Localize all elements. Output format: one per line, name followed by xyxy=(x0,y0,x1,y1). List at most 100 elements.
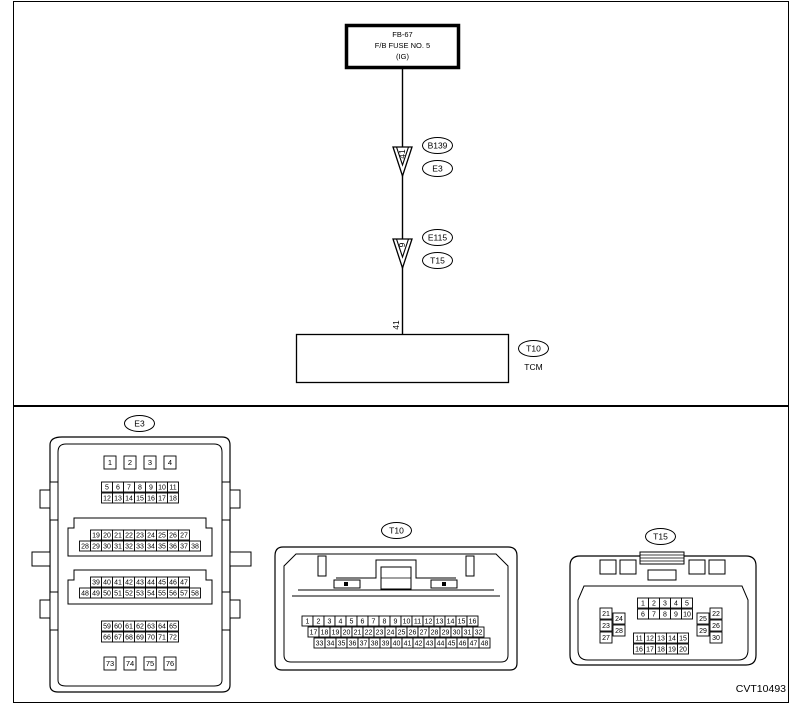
pin-cell xyxy=(696,612,710,625)
pin-label: 7 xyxy=(127,484,131,491)
pin-cell xyxy=(709,619,723,632)
pin-label: 40 xyxy=(103,579,111,586)
pin-label: 12 xyxy=(646,635,654,642)
pin-label: 70 xyxy=(147,634,155,641)
pin-label: 21 xyxy=(114,532,122,539)
pin-label: 48 xyxy=(481,640,489,647)
junction-1-pin: 41 xyxy=(397,149,407,159)
pin-label: 53 xyxy=(136,590,144,597)
pin-label: 75 xyxy=(146,659,154,668)
pin-label: 5 xyxy=(350,618,354,625)
pin-label: 36 xyxy=(169,543,177,550)
pin-cell xyxy=(677,632,689,644)
pin-label: 6 xyxy=(116,484,120,491)
pin-label: 24 xyxy=(615,616,623,623)
pin-cell xyxy=(612,624,626,637)
pin-cell xyxy=(143,455,157,470)
pin-label: 47 xyxy=(180,579,188,586)
pin-label: 12 xyxy=(103,495,111,502)
pin-label: 18 xyxy=(321,629,329,636)
pin-label: 30 xyxy=(103,543,111,550)
pin-label: 15 xyxy=(136,495,144,502)
pin-label: 47 xyxy=(470,640,478,647)
fuse-label-1: FB-67 xyxy=(392,30,412,39)
pin-label: 20 xyxy=(343,629,351,636)
pin-label: 11 xyxy=(169,484,176,491)
pin-label: 4 xyxy=(674,600,678,607)
pin-label: 56 xyxy=(169,590,177,597)
pin-label: 23 xyxy=(376,629,384,636)
pin-label: 48 xyxy=(81,590,89,597)
pin-label: 67 xyxy=(114,634,122,641)
pin-label: 63 xyxy=(147,623,155,630)
pin-label: 2 xyxy=(317,618,321,625)
pin-label: 22 xyxy=(712,611,720,618)
pin-label: 41 xyxy=(114,579,122,586)
pin-label: 43 xyxy=(136,579,144,586)
pin-label: 44 xyxy=(147,579,155,586)
pin-label: 21 xyxy=(354,629,362,636)
pin-label: 35 xyxy=(158,543,166,550)
pin-label: 54 xyxy=(147,590,155,597)
pin-label: 32 xyxy=(125,543,133,550)
pin-label: 76 xyxy=(166,659,174,668)
pin-label: 13 xyxy=(436,618,444,625)
pin-label: 27 xyxy=(420,629,428,636)
pin-label: 19 xyxy=(332,629,340,636)
pin-label: 33 xyxy=(136,543,144,550)
pin-label: 10 xyxy=(683,611,691,618)
pin-label: 71 xyxy=(158,634,166,641)
pin-label: 26 xyxy=(169,532,177,539)
pin-cell xyxy=(709,631,723,644)
pin-cell xyxy=(167,492,179,504)
pin-cell xyxy=(163,455,177,470)
connector-t10-label: T10 xyxy=(389,526,404,536)
pin-label: 16 xyxy=(469,618,477,625)
pin-cell xyxy=(189,540,201,552)
pin-label: 12 xyxy=(425,618,433,625)
pin-cell xyxy=(178,576,190,588)
pin-label: 39 xyxy=(92,579,100,586)
pin-label: 1 xyxy=(641,600,645,607)
pin-label: 39 xyxy=(382,640,390,647)
pin-label: 20 xyxy=(679,646,687,653)
junction-1-top: B139 xyxy=(428,141,448,151)
pin-cell xyxy=(599,607,613,620)
pin-cell xyxy=(612,612,626,625)
pin-label: 44 xyxy=(437,640,445,647)
pin-label: 43 xyxy=(426,640,434,647)
pin-label: 23 xyxy=(136,532,144,539)
pin-label: 5 xyxy=(685,600,689,607)
pin-label: 25 xyxy=(398,629,406,636)
pin-label: 32 xyxy=(475,629,483,636)
fuse-label-3: (IG) xyxy=(396,52,409,61)
pin-label: 18 xyxy=(657,646,665,653)
pin-label: 10 xyxy=(158,484,166,491)
pin-cell xyxy=(103,455,117,470)
pin-cell xyxy=(466,615,479,627)
pin-label: 15 xyxy=(458,618,466,625)
pin-label: 69 xyxy=(136,634,144,641)
pin-label: 11 xyxy=(635,635,642,642)
pin-cell xyxy=(123,455,137,470)
pin-label: 8 xyxy=(663,611,667,618)
pin-label: 13 xyxy=(114,495,122,502)
figure-code: CVT10493 xyxy=(736,683,786,695)
pin-label: 6 xyxy=(641,611,645,618)
pin-label: 28 xyxy=(81,543,89,550)
pin-label: 17 xyxy=(310,629,318,636)
fuse-box xyxy=(344,23,461,70)
pin-label: 10 xyxy=(403,618,411,625)
pin-label: 73 xyxy=(106,659,114,668)
pin-label: 74 xyxy=(126,659,134,668)
pin-label: 29 xyxy=(442,629,450,636)
pin-label: 58 xyxy=(191,590,199,597)
pin-cell xyxy=(189,587,201,599)
pin-label: 38 xyxy=(371,640,379,647)
pin-label: 34 xyxy=(147,543,155,550)
pin-label: 9 xyxy=(674,611,678,618)
pin-label: 28 xyxy=(431,629,439,636)
tcm-label: TCM xyxy=(524,362,542,372)
